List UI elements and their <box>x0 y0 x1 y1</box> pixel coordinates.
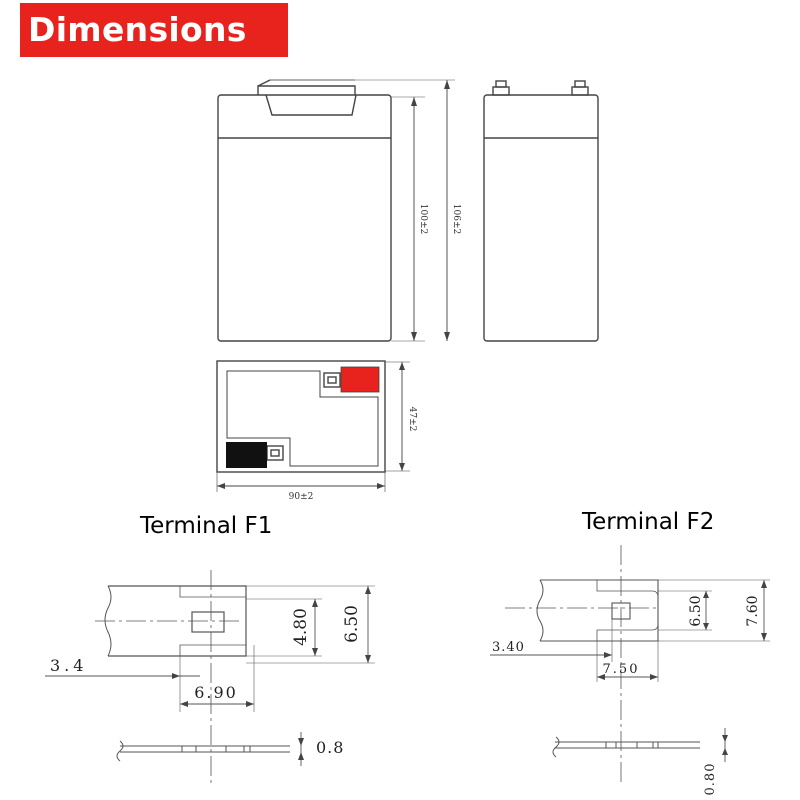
terminal-f1-drawing <box>45 570 375 785</box>
total-height-label: 106±2 <box>451 204 461 234</box>
battery-side-view <box>483 80 599 342</box>
terminal-f2-drawing <box>490 545 770 786</box>
negative-terminal <box>226 442 267 468</box>
title-banner: Dimensions <box>20 3 288 57</box>
f2-width-dimension: 7.50 <box>603 662 640 677</box>
f2-height-dimension: 7.60 <box>745 595 761 626</box>
width-label: 90±2 <box>289 492 314 502</box>
terminal-f2-heading: Terminal F2 <box>582 509 715 535</box>
positive-terminal <box>340 366 380 393</box>
f1-hole-dimension: 4.80 <box>291 608 311 646</box>
f1-width-dimension: 6.90 <box>194 683 238 702</box>
f2-thickness-dimension: 0.80 <box>703 763 718 796</box>
height-label: 100±2 <box>418 204 428 234</box>
battery-front-view <box>217 79 392 342</box>
depth-label: 47±2 <box>407 407 417 432</box>
f1-height-dimension: 6.50 <box>342 605 362 643</box>
f1-thickness-dimension: 0.8 <box>316 738 344 757</box>
f2-offset-dimension: 3.40 <box>492 640 525 655</box>
f1-offset-dimension: 3.4 <box>50 656 87 675</box>
terminal-f1-heading: Terminal F1 <box>140 513 273 539</box>
f2-hole-dimension: 6.50 <box>688 595 704 626</box>
battery-top-view <box>216 360 410 492</box>
